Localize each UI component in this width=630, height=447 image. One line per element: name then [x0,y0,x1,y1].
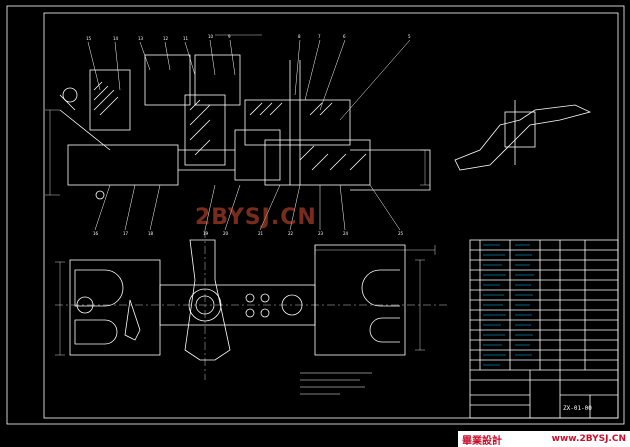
title-block [469,239,619,419]
svg-text:22: 22 [288,231,294,236]
watermark-text: 2BYSJ.CN [195,205,317,230]
svg-text:21: 21 [258,231,264,236]
svg-text:17: 17 [123,231,129,236]
svg-text:11: 11 [183,36,189,41]
drawing-frame [6,5,625,425]
svg-text:24: 24 [343,231,349,236]
svg-text:15: 15 [86,36,92,41]
svg-text:16: 16 [93,231,99,236]
svg-text:25: 25 [398,231,404,236]
svg-text:12: 12 [163,36,169,41]
svg-text:14: 14 [113,36,119,41]
plan-view [55,230,450,380]
technical-notes [300,372,372,395]
leader-lines [87,39,411,231]
svg-text:20: 20 [223,231,229,236]
svg-text:5: 5 [408,34,411,39]
dimension-lines [45,34,436,356]
svg-text:7: 7 [318,34,321,39]
bom-entries [483,244,534,366]
drawing-code: ZX-01-00 [563,405,592,412]
svg-text:9: 9 [228,34,231,39]
svg-text:10: 10 [208,34,214,39]
site-footer[interactable]: 畢業設計 www.2BYSJ.CN [458,431,630,447]
svg-text:19: 19 [203,231,209,236]
svg-text:23: 23 [318,231,324,236]
footer-site-link[interactable]: www.2BYSJ.CN [551,434,626,444]
side-view [454,100,592,171]
svg-text:13: 13 [138,36,144,41]
svg-text:18: 18 [148,231,154,236]
footer-brand: 畢業設計 [462,435,502,447]
drawing-border [43,12,619,419]
svg-text:8: 8 [298,34,301,39]
svg-text:6: 6 [343,34,346,39]
front-section-view [59,54,431,200]
